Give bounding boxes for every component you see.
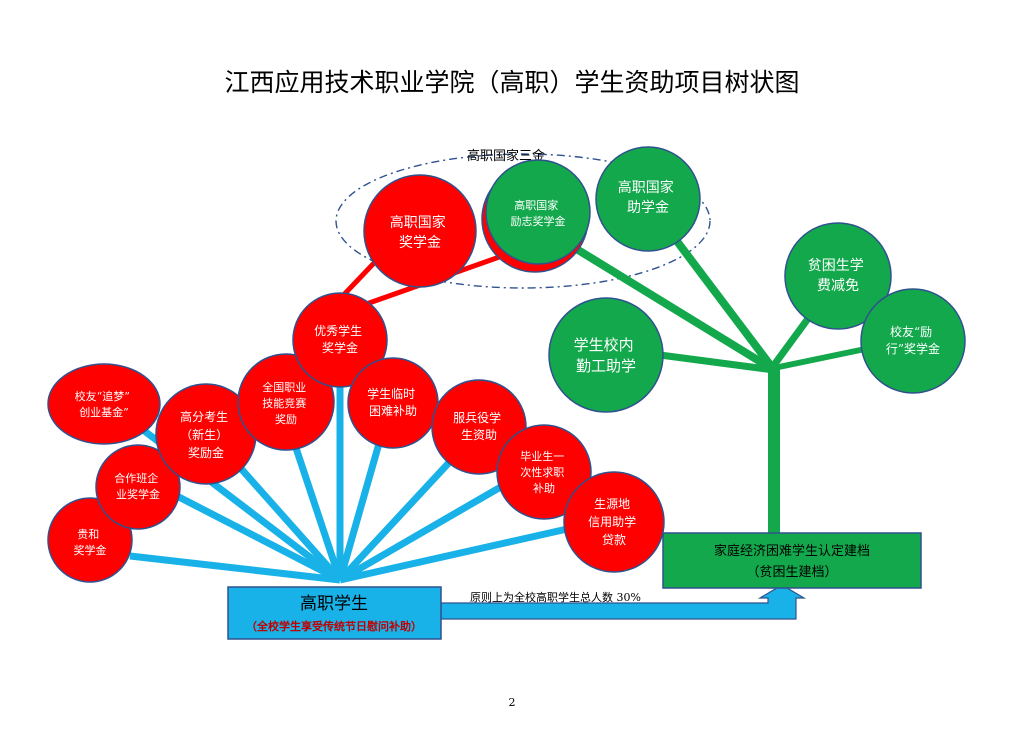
node-label-line: 高分考生 <box>180 409 228 424</box>
root-box[interactable] <box>227 586 442 640</box>
node-skills-competition-reward[interactable]: 全国职业 技能竞赛 奖励 <box>237 353 335 451</box>
svg-text:服兵役学 生资助: 服兵役学 生资助 <box>453 410 505 442</box>
svg-text:全国职业 技能竞赛 奖励: 全国职业 技能竞赛 奖励 <box>262 380 310 426</box>
node-label-line: 合作班企 <box>114 471 158 485</box>
svg-text:优秀学生 奖学金: 优秀学生 奖学金 <box>314 323 366 355</box>
svg-text:毕业生一 次性求职 补助: 毕业生一 次性求职 补助 <box>520 449 568 495</box>
node-student-loan[interactable]: 生源地 信用助学 贷款 <box>563 471 665 573</box>
node-label-line: 全国职业 <box>262 380 306 394</box>
node-label-line: 贫困生学 <box>808 258 864 274</box>
node-label-line: 业奖学金 <box>116 487 160 501</box>
node-temporary-hardship-aid[interactable]: 学生临时 困难补助 <box>347 357 439 449</box>
national-funds-group-outline <box>335 153 711 289</box>
node-national-incentive-scholarship[interactable]: 高职国家 励志奖学金 <box>485 159 591 265</box>
branch-line <box>339 521 586 584</box>
branch-line <box>129 552 341 584</box>
node-label-line: 高职国家 <box>390 214 446 231</box>
node-label-line: 励志奖学金 <box>511 214 566 228</box>
node-national-grant[interactable]: 高职国家 助学金 <box>595 146 701 252</box>
svg-text:高分考生 （新生） 奖励金: 高分考生 （新生） 奖励金 <box>180 409 232 460</box>
node-label-line: 奖励金 <box>188 445 224 460</box>
node-label-line: 困难补助 <box>369 404 417 418</box>
node-label-line: 学生校内 <box>574 336 634 354</box>
national-funds-group-label: 高职国家三金 <box>467 148 545 164</box>
node-label-line: 奖学金 <box>399 234 441 251</box>
svg-text:贫困生学 费减免: 贫困生学 费减免 <box>808 258 868 294</box>
node-coop-enterprise-scholarship[interactable]: 合作班企 业奖学金 <box>95 444 181 530</box>
root-box-title: 高职学生 <box>300 594 368 614</box>
node-alumni-lixing-scholarship[interactable]: 校友“励 行”奖学金 <box>860 288 966 394</box>
family-box-line1: 家庭经济困难学生认定建档 <box>714 543 870 559</box>
branch-line <box>567 241 777 374</box>
node-label-line: 次性求职 <box>520 465 564 479</box>
node-label-line: （新生） <box>180 427 228 442</box>
svg-text:高职国家 助学金: 高职国家 助学金 <box>618 179 678 216</box>
green-tree-branches <box>567 229 871 533</box>
svg-text:高职国家 奖学金: 高职国家 奖学金 <box>390 214 450 251</box>
node-label-line: 优秀学生 <box>314 323 362 338</box>
node-label-line: 奖励 <box>275 412 297 426</box>
svg-text:合作班企 业奖学金: 合作班企 业奖学金 <box>114 471 162 501</box>
node-label-line: 高职国家 <box>618 179 674 196</box>
svg-text:学生临时 困难补助: 学生临时 困难补助 <box>367 386 419 418</box>
svg-text:校友“励 行”奖学金: 校友“励 行”奖学金 <box>886 324 940 356</box>
svg-text:生源地 信用助学 贷款: 生源地 信用助学 贷款 <box>588 497 640 547</box>
branch-line <box>773 345 871 371</box>
node-label-line: 奖学金 <box>74 543 107 557</box>
branch-line <box>173 491 342 584</box>
node-work-study[interactable]: 学生校内 勤工助学 <box>548 297 664 413</box>
node-label-line: 补助 <box>533 481 555 495</box>
svg-text:高职国家 励志奖学金: 高职国家 励志奖学金 <box>511 198 566 228</box>
node-label-line: 创业基金” <box>79 405 129 419</box>
node-high-score-reward[interactable]: 高分考生 （新生） 奖励金 <box>155 383 257 485</box>
node-label-line: 学生临时 <box>367 386 415 401</box>
node-label-line: 高职国家 <box>514 198 558 212</box>
node-label-line: 生源地 <box>594 497 630 511</box>
svg-text:学生校内 勤工助学: 学生校内 勤工助学 <box>574 336 639 375</box>
node-label-line: 服兵役学 <box>453 410 501 425</box>
svg-text:贵和 奖学金: 贵和 奖学金 <box>74 528 107 557</box>
node-label-line: 行”奖学金 <box>886 341 940 356</box>
node-label-line: 费减免 <box>817 278 859 294</box>
node-label-line: 技能竞赛 <box>262 396 306 410</box>
funding-nodes: 贵和 奖学金 合作班企 业奖学金 校友“追梦” 创业基金” 高分考生 （新生） … <box>47 146 966 583</box>
branch-line <box>338 466 532 584</box>
node-label-line: 校友“励 <box>890 324 932 339</box>
svg-text:校友“追梦” 创业基金”: 校友“追梦” 创业基金” <box>75 389 134 419</box>
node-label-line: 奖学金 <box>322 340 358 355</box>
node-national-scholarship[interactable]: 高职国家 奖学金 <box>363 174 477 288</box>
node-label-line: 助学金 <box>627 200 669 216</box>
branch-line <box>666 229 778 373</box>
node-tuition-waiver[interactable]: 贫困生学 费减免 <box>784 222 892 330</box>
node-label-line: 贵和 <box>77 528 99 541</box>
node-graduate-job-search-aid[interactable]: 毕业生一 次性求职 补助 <box>496 424 592 520</box>
node-excellent-student-scholarship[interactable]: 优秀学生 奖学金 <box>292 292 388 388</box>
node-label-line: 生资助 <box>461 428 497 442</box>
node-label-line: 勤工助学 <box>576 357 636 375</box>
root-to-family-arrow <box>440 584 807 620</box>
node-label-line: 信用助学 <box>588 514 636 529</box>
node-alumni-dream-fund[interactable]: 校友“追梦” 创业基金” <box>47 363 161 445</box>
arrow-note: 原则上为全校高职学生总人数 30% <box>470 590 641 604</box>
family-box-line2: （贫困生建档） <box>746 564 837 580</box>
branch-line <box>659 351 775 374</box>
node-label-line: 贷款 <box>602 533 626 547</box>
root-box-subtitle: （全校学生享受传统节日慰问补助） <box>246 619 422 633</box>
page-number: 2 <box>509 696 516 709</box>
node-label-line: 校友“追梦” <box>75 389 130 403</box>
page-title: 江西应用技术职业学院（高职）学生资助项目树状图 <box>224 68 799 97</box>
family-difficulty-box[interactable] <box>662 532 922 589</box>
node-label-line: 毕业生一 <box>520 449 564 463</box>
